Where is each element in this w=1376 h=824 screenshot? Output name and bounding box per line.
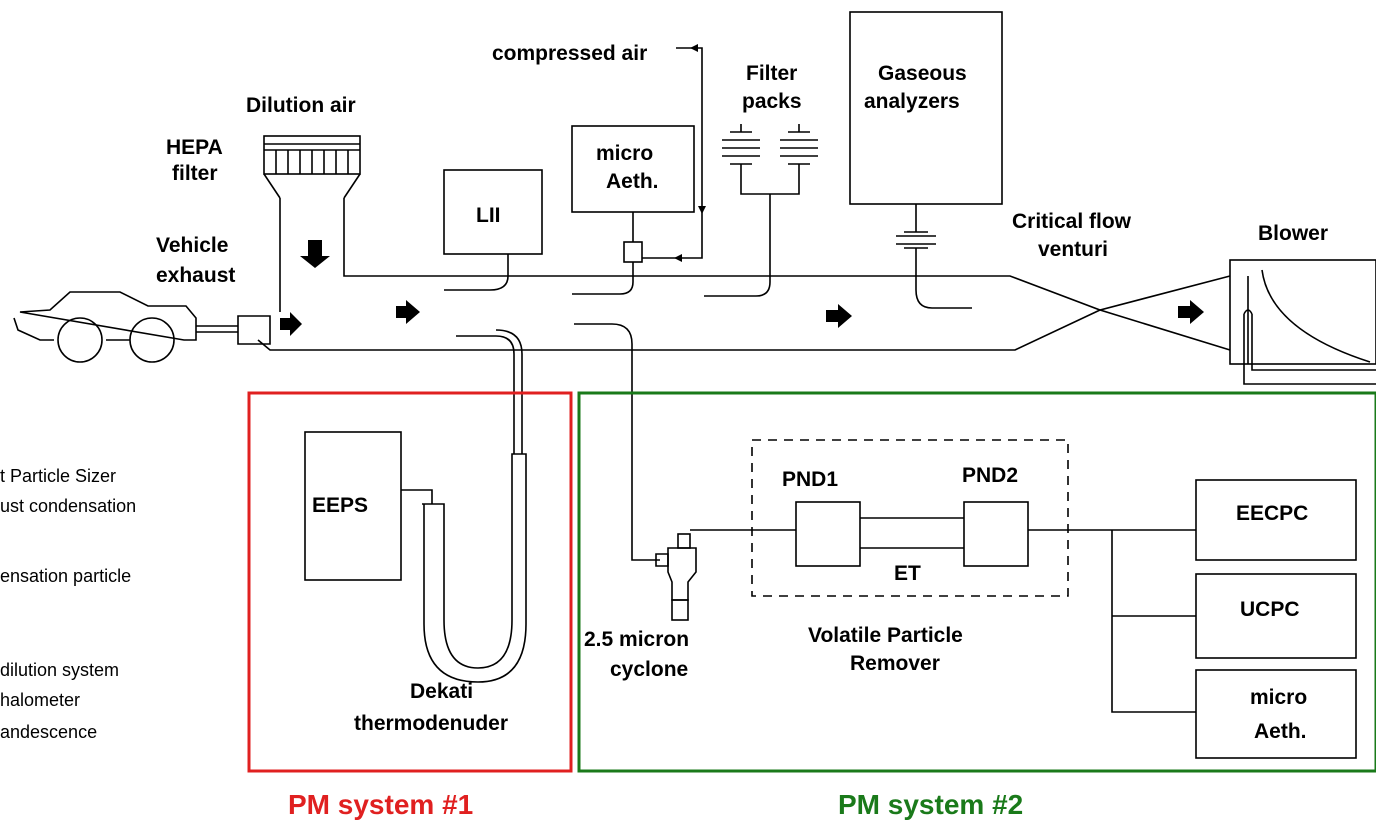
- eecpc-box: [1195, 479, 1357, 561]
- ucpc-box: [1195, 573, 1357, 659]
- label-vehicle-2: exhaust: [156, 264, 235, 287]
- label-filter-packs-2: packs: [742, 90, 802, 113]
- legend-line: halometer: [0, 690, 80, 710]
- label-critical-2: venturi: [1038, 238, 1108, 261]
- label-hepa-2: filter: [172, 162, 218, 185]
- label-pnd1: PND1: [782, 468, 838, 491]
- label-gaseous-2: analyzers: [864, 90, 960, 113]
- lii-probe: [444, 254, 509, 291]
- label-eeps: EEPS: [312, 494, 368, 517]
- vpr-probe: [574, 323, 660, 561]
- label-ucpc: UCPC: [1240, 598, 1300, 621]
- label-filter-packs-1: Filter: [746, 62, 797, 85]
- pnd2-box: [963, 501, 1029, 567]
- label-eecpc: EECPC: [1236, 502, 1308, 525]
- label-blower: Blower: [1258, 222, 1328, 245]
- label-pm-system-2: PM system #2: [838, 789, 1023, 820]
- vehicle-icon: [13, 291, 197, 363]
- lii-box: [443, 169, 543, 255]
- micro-aeth-top-valve: [623, 241, 643, 263]
- legend-line: andescence: [0, 722, 97, 742]
- label-vpr-1: Volatile Particle: [808, 624, 963, 647]
- instrument-manifold: [1028, 529, 1196, 713]
- label-micro-aeth-bottom-1: micro: [1250, 686, 1307, 709]
- flow-arrows: [280, 44, 1204, 336]
- label-cyclone-1: 2.5 micron: [584, 628, 689, 651]
- pm-system-1-frame: [247, 391, 573, 773]
- dekati-probe: [456, 329, 523, 454]
- vpr-dashed-box: [751, 439, 1069, 597]
- label-micro-aeth-top-1: micro: [596, 142, 653, 165]
- legend-line: t Particle Sizer: [0, 466, 116, 486]
- label-micro-aeth-bottom-2: Aeth.: [1254, 720, 1307, 743]
- blower-icon: [1229, 259, 1376, 385]
- label-dekati-2: thermodenuder: [354, 712, 508, 735]
- legend-line: dilution system: [0, 660, 119, 680]
- pnd1-box: [795, 501, 861, 567]
- label-pnd2: PND2: [962, 464, 1018, 487]
- micro-aeth-bottom-box: [1195, 669, 1357, 759]
- label-hepa-1: HEPA: [166, 136, 223, 159]
- label-gaseous-1: Gaseous: [878, 62, 967, 85]
- micro-aeth-top-box: [571, 125, 695, 213]
- tunnel-top-wall: [343, 198, 1231, 311]
- label-vehicle-1: Vehicle: [156, 234, 228, 257]
- label-pm-system-1: PM system #1: [288, 789, 473, 820]
- pm-system-2-frame: [577, 391, 1376, 773]
- legend-line: ust condensation: [0, 496, 136, 516]
- thermodenuder: [401, 453, 527, 683]
- cyclone-icon: [655, 529, 796, 621]
- label-dekati-1: Dekati: [410, 680, 473, 703]
- exhaust-pipe: [196, 315, 271, 345]
- label-vpr-2: Remover: [850, 652, 940, 675]
- label-cyclone-2: cyclone: [610, 658, 688, 681]
- et-tube: [860, 517, 964, 549]
- tunnel-bottom-wall: [257, 309, 1231, 351]
- filter-packs: [704, 124, 818, 297]
- label-compressed-air: compressed air: [492, 42, 647, 65]
- label-critical-1: Critical flow: [1012, 210, 1132, 233]
- label-micro-aeth-top-2: Aeth.: [606, 170, 659, 193]
- legend-line: ensation particle: [0, 566, 131, 586]
- hepa-filter: [263, 135, 361, 199]
- eeps-box: [304, 431, 402, 581]
- gaseous-probe: [896, 204, 972, 309]
- compressed-air-line: [642, 47, 703, 259]
- gaseous-analyzers-box: [849, 11, 1003, 205]
- label-lii: LII: [476, 204, 501, 227]
- legend: t Particle Sizer ust condensation ensati…: [0, 466, 136, 742]
- label-et: ET: [894, 562, 921, 585]
- label-dilution-air: Dilution air: [246, 94, 356, 117]
